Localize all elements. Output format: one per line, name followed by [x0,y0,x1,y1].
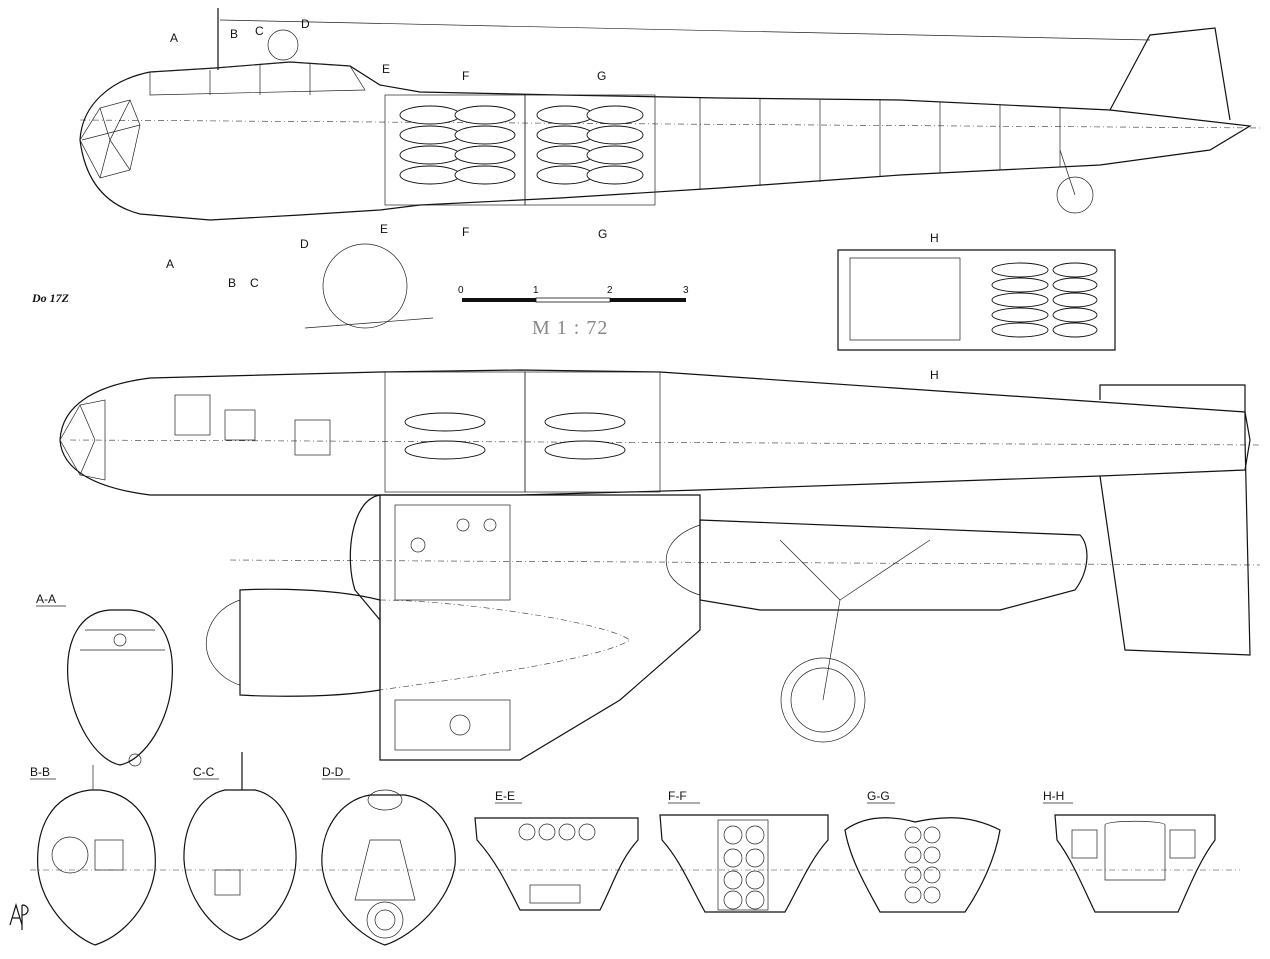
scale-bar: 0 1 2 3 M 1 : 72 [458,285,689,339]
cross-section-b-b: B-B [30,765,156,946]
cross-section-label-h-h: H-H [1043,789,1064,803]
cross-section-f-f: F-F [659,789,829,913]
cross-section-label-g-g: G-G [867,789,890,803]
section-marks-top: A B C D E F G [170,17,606,83]
section-mark-b-bottom: B [228,276,236,290]
section-mark-a-bottom: A [166,257,174,271]
cross-section-label-f-f: F-F [668,789,687,803]
section-mark-c-top: C [255,24,264,38]
scale-tick-2: 2 [607,285,613,296]
plan-view [59,369,1261,761]
scale-tick-1: 1 [533,285,539,296]
section-mark-c-bottom: C [250,276,259,290]
detail-bomb-bay-h: H H [837,231,1116,382]
section-mark-h-top: H [930,231,939,245]
cross-section-g-g: G-G [844,789,1001,913]
scale-tick-0: 0 [458,285,464,296]
cross-section-h-h: H-H [1043,789,1216,913]
section-mark-h-bottom: H [930,368,939,382]
cross-section-c-c: C-C [183,752,297,941]
section-mark-d-bottom: D [300,237,309,251]
section-marks-bottom: A B C D E F G [166,222,607,290]
section-mark-g-bottom: G [598,227,607,241]
section-mark-a-top: A [170,31,178,45]
cross-section-e-e: E-E [474,789,639,911]
signature-monogram [9,902,29,930]
section-mark-e-top: E [382,62,390,76]
bomb-bay-rear [524,94,656,206]
section-mark-f-bottom: F [462,225,469,239]
bomb-bay-front [384,94,526,206]
cross-section-label-c-c: C-C [193,765,215,779]
side-view [79,8,1261,329]
section-mark-f-top: F [462,69,469,83]
section-mark-d-top: D [301,17,310,31]
section-mark-g-top: G [597,69,606,83]
cross-section-label-b-b: B-B [30,765,50,779]
cross-section-label-d-d: D-D [322,765,344,779]
cross-section-a-a: A-A [36,592,173,767]
cross-section-d-d: D-D [321,765,456,946]
scale-tick-3: 3 [683,285,689,296]
section-mark-e-bottom: E [380,222,388,236]
model-label: Do 17Z [31,291,70,305]
cross-section-label-e-e: E-E [495,789,515,803]
section-mark-b-top: B [230,27,238,41]
cross-section-label-a-a: A-A [36,592,56,606]
scale-title: M 1 : 72 [532,317,608,339]
